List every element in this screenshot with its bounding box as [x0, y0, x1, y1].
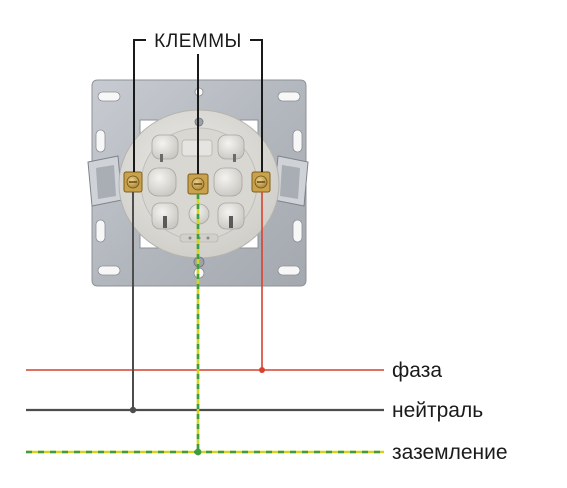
left-clamp-jaw	[87, 155, 123, 207]
socket-mechanism	[87, 79, 309, 287]
frame-slot	[95, 129, 106, 153]
frame-slot	[292, 219, 303, 243]
wires	[26, 192, 384, 456]
phase-label: фаза	[392, 359, 442, 382]
terminals-label: КЛЕММЫ	[154, 31, 242, 52]
terminal-right	[251, 171, 271, 193]
frame-slot	[97, 265, 121, 276]
phase-junction	[259, 367, 265, 373]
callout-bracket-right	[250, 39, 263, 172]
frame-slot	[277, 91, 301, 102]
phase-wire	[26, 192, 384, 373]
ground-junction	[194, 448, 202, 456]
terminals-callout: КЛЕММЫ	[133, 31, 263, 174]
neutral-junction	[129, 406, 137, 414]
ground-wire	[26, 194, 384, 456]
neutral-wire	[26, 192, 384, 414]
terminal-ground	[187, 173, 209, 195]
callout-bracket-left	[133, 39, 146, 172]
frame-slot	[277, 265, 301, 276]
neutral-label: нейтраль	[392, 399, 483, 422]
ground-label: заземление	[392, 441, 508, 464]
frame-slot	[95, 219, 106, 243]
terminal-left	[123, 171, 143, 193]
contact-housings	[147, 117, 245, 268]
frame-slot	[292, 129, 303, 153]
frame-slot	[97, 91, 121, 102]
